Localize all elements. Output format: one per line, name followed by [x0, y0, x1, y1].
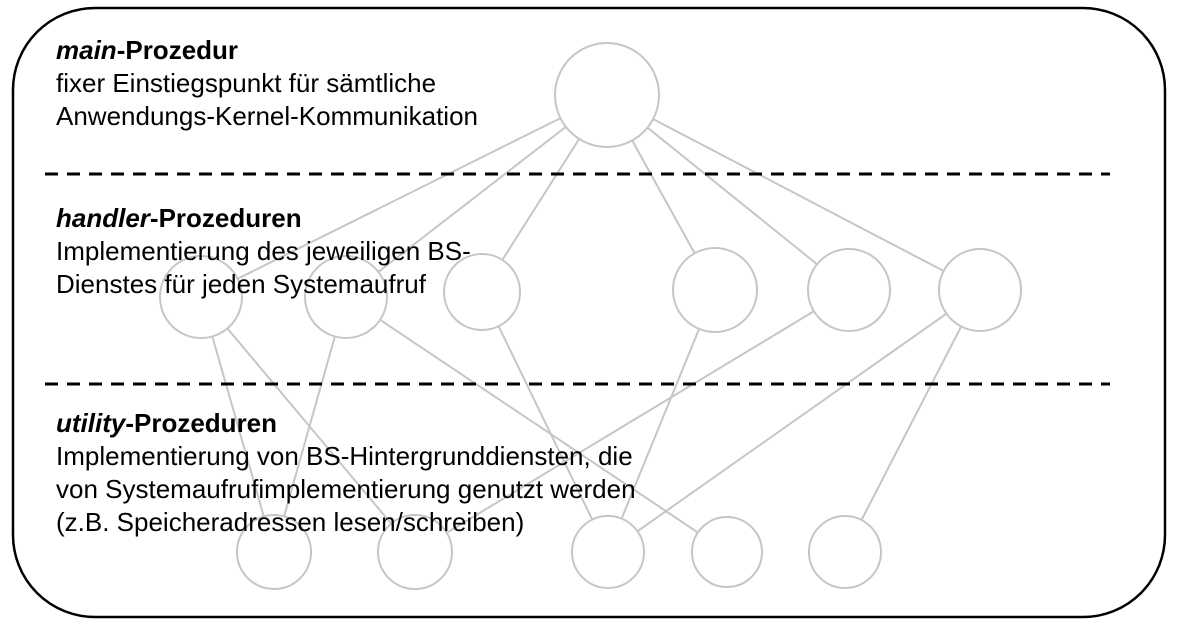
- call-edge-h1-u2: [200, 296, 416, 553]
- call-edge-h1-u1: [200, 296, 275, 553]
- procedure-node-u3: [571, 515, 645, 589]
- call-edge-main-h6: [606, 94, 981, 291]
- main-layer-label: main-Prozedur fixer Einstiegspunkt für s…: [56, 34, 478, 133]
- utility-layer-title-italic: utility: [56, 408, 126, 438]
- call-edge-h5-u2: [414, 289, 850, 553]
- utility-layer-title: utility-Prozeduren: [56, 407, 636, 440]
- call-edge-h2-u4: [345, 296, 728, 553]
- handler-layer-title-italic: handler: [56, 203, 150, 233]
- utility-layer-description-line: von Systemaufrufimplementierung genutzt …: [56, 474, 636, 504]
- call-edge-h6-u5: [844, 289, 981, 553]
- procedure-node-h6: [938, 248, 1022, 332]
- utility-layer-title-rest: -Prozeduren: [125, 408, 278, 438]
- procedure-node-u2: [377, 514, 453, 590]
- call-edge-h4-u3: [607, 289, 716, 553]
- handler-layer-title: handler-Prozeduren: [56, 202, 471, 235]
- procedure-node-u1: [236, 514, 312, 590]
- procedure-node-u5: [808, 515, 882, 589]
- call-edge-main-h2: [345, 94, 608, 298]
- handler-layer-label: handler-Prozeduren Implementierung des j…: [56, 202, 471, 301]
- handler-layer-description-line: Implementierung des jeweiligen BS-: [56, 236, 471, 266]
- main-layer-title-rest: -Prozedur: [116, 35, 239, 65]
- call-edge-h3-u3: [481, 291, 609, 553]
- procedure-node-h1: [159, 255, 243, 339]
- main-layer-description-line: Anwendungs-Kernel-Kommunikation: [56, 101, 479, 131]
- handler-layer-title-rest: -Prozeduren: [149, 203, 302, 233]
- procedure-node-h4: [672, 247, 758, 333]
- main-layer-title-italic: main: [56, 35, 117, 65]
- call-edge-h6-u3: [607, 289, 981, 553]
- utility-layer-description-line: Implementierung von BS-Hintergrunddienst…: [56, 441, 633, 471]
- call-edge-h2-u1: [273, 296, 347, 553]
- procedure-node-main: [554, 42, 660, 148]
- main-layer-title: main-Prozedur: [56, 34, 478, 67]
- outer-border: [11, 6, 1167, 619]
- main-layer-description-line: fixer Einstiegspunkt für sämtliche: [56, 68, 437, 98]
- call-edge-main-h1: [200, 94, 608, 298]
- utility-layer-label: utility-Prozeduren Implementierung von B…: [56, 407, 636, 539]
- procedure-node-u4: [691, 516, 763, 588]
- procedure-node-h2: [304, 255, 388, 339]
- handler-layer-description-line: Dienstes für jeden Systemaufruf: [56, 269, 426, 299]
- utility-layer-description-line: (z.B. Speicheradressen lesen/schreiben): [56, 507, 525, 537]
- procedure-node-h5: [807, 248, 891, 332]
- procedure-node-h3: [443, 253, 521, 331]
